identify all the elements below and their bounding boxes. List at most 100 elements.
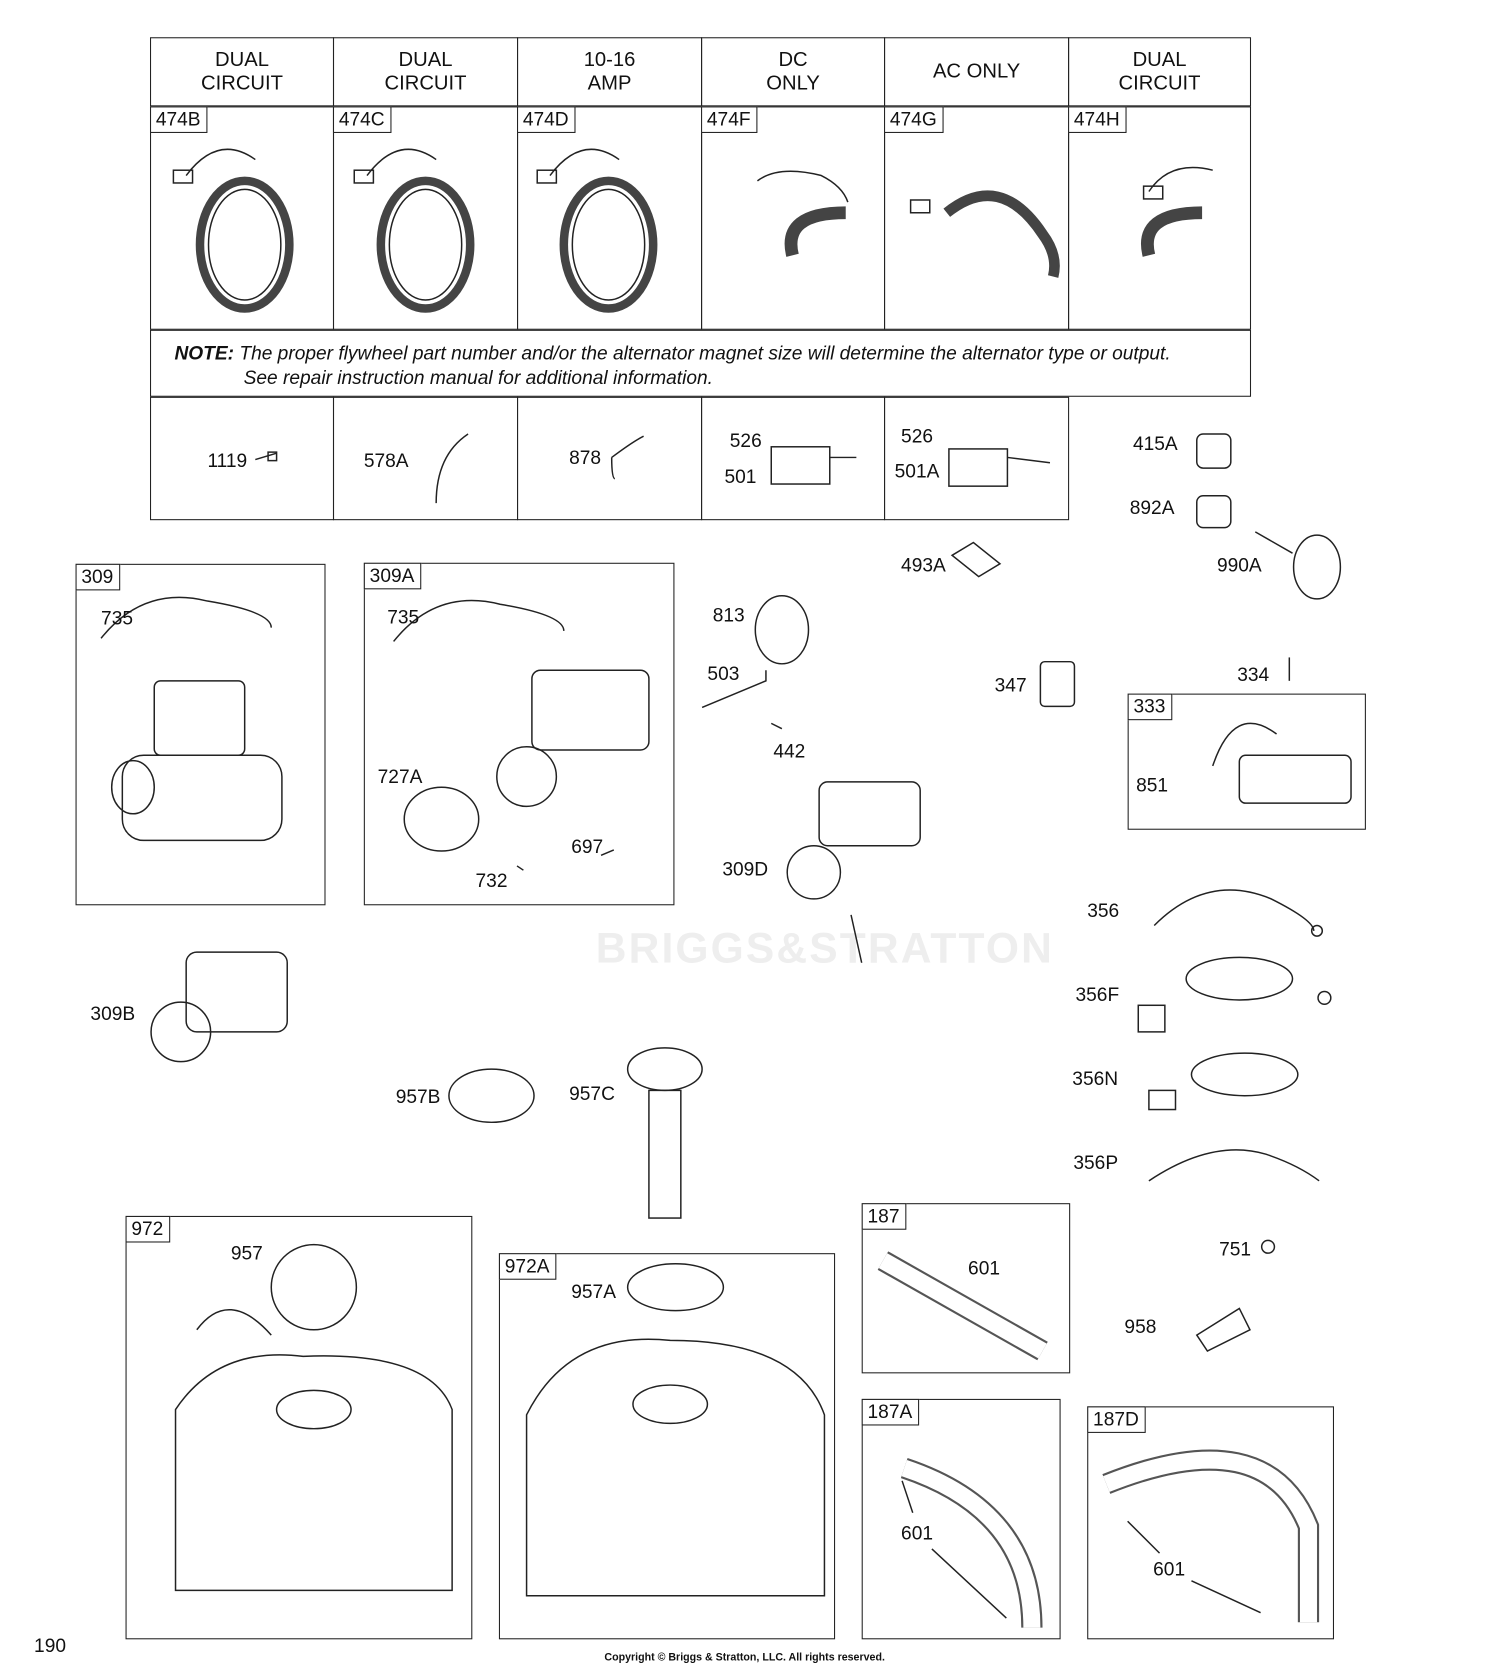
- part-tag[interactable]: 474F: [700, 105, 757, 133]
- stator-474C-drawing: [353, 148, 475, 313]
- note-line2: See repair instruction manual for additi…: [243, 367, 714, 389]
- part-label[interactable]: 957C: [569, 1082, 615, 1105]
- part-label[interactable]: 751: [1219, 1238, 1252, 1260]
- part-label[interactable]: 735: [101, 607, 134, 629]
- part-label[interactable]: 493A: [901, 554, 946, 576]
- wire-356P-drawing: [1148, 1149, 1320, 1182]
- group-972: 972 957: [124, 1215, 473, 1640]
- part-tag[interactable]: 474D: [516, 105, 576, 133]
- group-tag[interactable]: 972: [124, 1215, 170, 1242]
- note-line1: The proper flywheel part number and/or t…: [239, 342, 1171, 364]
- header-cell-474B: DUAL CIRCUIT: [149, 37, 335, 107]
- bracket-493A-drawing: [950, 541, 1002, 578]
- part-label[interactable]: 356N: [1072, 1068, 1119, 1090]
- part-label[interactable]: 309B: [90, 1003, 136, 1025]
- stator-474H-drawing: [1141, 166, 1213, 257]
- part-label[interactable]: 309D: [722, 858, 769, 880]
- cap-957C-drawing: [626, 1047, 703, 1219]
- bracket-503-drawing: [701, 670, 767, 709]
- hose-187-drawing: [877, 1251, 1048, 1361]
- part-label[interactable]: 878: [569, 446, 602, 469]
- part-label[interactable]: 356: [1087, 899, 1120, 922]
- part-tag[interactable]: 474H: [1067, 105, 1127, 133]
- part-label[interactable]: 892A: [1129, 496, 1175, 519]
- group-tag[interactable]: 972A: [498, 1252, 556, 1280]
- part-label[interactable]: 990A: [1216, 554, 1262, 576]
- wire-356-drawing: [1153, 889, 1324, 937]
- part-label[interactable]: 601: [968, 1257, 1001, 1279]
- note-label: NOTE:: [174, 342, 235, 364]
- stator-474G-drawing: [909, 190, 1060, 278]
- group-972A: 972A 957A: [498, 1252, 836, 1640]
- watermark: BRIGGS&STRATTON: [595, 925, 1054, 973]
- clamp-813-drawing: [754, 594, 810, 665]
- part-label[interactable]: 851: [1136, 774, 1169, 796]
- group-tag[interactable]: 187A: [861, 1398, 919, 1425]
- part-tag[interactable]: 474G: [883, 105, 944, 133]
- header-cell-474C: DUAL CIRCUIT: [332, 37, 519, 107]
- part-label[interactable]: 578A: [363, 449, 409, 472]
- part-label[interactable]: 356F: [1075, 984, 1120, 1006]
- wire-356N-drawing: [1148, 1052, 1299, 1111]
- cell-474G: 474G: [883, 105, 1070, 330]
- knob-990A-drawing: [1254, 531, 1342, 600]
- part-label[interactable]: 601: [901, 1522, 934, 1544]
- part-label[interactable]: 415A: [1132, 432, 1178, 455]
- wire-878-drawing: [610, 435, 644, 480]
- part-label[interactable]: 957B: [395, 1086, 441, 1108]
- part-label[interactable]: 958: [1124, 1315, 1157, 1338]
- copyright: Copyright © Briggs & Stratton, LLC. All …: [604, 1652, 885, 1664]
- cell-501: 526 501: [701, 396, 886, 521]
- part-label[interactable]: 334: [1237, 663, 1270, 686]
- starter-309-drawing: [100, 596, 283, 842]
- note-box: NOTE: The proper flywheel part number an…: [149, 329, 1252, 397]
- part-label[interactable]: 501: [724, 465, 757, 488]
- switch-415A-drawing: [1196, 433, 1232, 469]
- cell-878: 878: [517, 396, 703, 521]
- hose-187D-drawing: [1102, 1449, 1320, 1623]
- group-333: 333 851: [1127, 693, 1366, 830]
- cell-1119: 1119: [149, 396, 335, 521]
- group-tag[interactable]: 309: [74, 563, 120, 590]
- stator-474B-drawing: [172, 148, 294, 313]
- header-cell-474D: 10-16 AMP: [517, 37, 703, 107]
- part-label[interactable]: 356P: [1073, 1152, 1119, 1174]
- part-label[interactable]: 190: [34, 1635, 67, 1657]
- cell-578A: 578A: [332, 396, 519, 521]
- part-label[interactable]: 957A: [571, 1280, 616, 1303]
- part-label[interactable]: 526: [729, 429, 762, 452]
- cell-474B: 474B: [149, 105, 335, 330]
- group-tag[interactable]: 187: [861, 1202, 906, 1230]
- wire-356F-drawing: [1137, 956, 1332, 1033]
- group-187A: 187A 601: [861, 1398, 1061, 1640]
- header-cell-474F: DC ONLY: [701, 37, 886, 107]
- cell-474D: 474D: [516, 105, 703, 330]
- part-label[interactable]: 957: [230, 1242, 263, 1264]
- part-label[interactable]: 735: [387, 606, 420, 628]
- tank-972A-drawing: [525, 1263, 826, 1597]
- part-label[interactable]: 347: [994, 674, 1027, 696]
- group-tag[interactable]: 333: [1127, 693, 1172, 720]
- part-tag[interactable]: 474C: [332, 105, 391, 133]
- part-label[interactable]: 503: [707, 662, 740, 685]
- part-tag[interactable]: 474B: [149, 105, 207, 133]
- starter-309D-drawing: [786, 781, 921, 963]
- regulator-501A-drawing: [948, 448, 1051, 487]
- part-label[interactable]: 697: [571, 836, 604, 858]
- part-label[interactable]: 501A: [894, 460, 940, 482]
- switch-347-drawing: [1039, 660, 1076, 708]
- part-label[interactable]: 601: [1153, 1558, 1186, 1580]
- group-tag[interactable]: 187D: [1086, 1405, 1146, 1433]
- part-label[interactable]: 1119: [207, 449, 248, 472]
- screw-442-drawing: [770, 722, 783, 730]
- part-label[interactable]: 526: [901, 425, 934, 447]
- part-label[interactable]: 813: [712, 604, 745, 626]
- tank-972-drawing: [174, 1243, 453, 1592]
- group-tag[interactable]: 309A: [363, 562, 421, 589]
- part-label[interactable]: 732: [475, 870, 508, 892]
- part-label[interactable]: 442: [773, 740, 806, 762]
- part-label[interactable]: 727A: [377, 765, 423, 788]
- screw-1119-drawing: [255, 451, 278, 462]
